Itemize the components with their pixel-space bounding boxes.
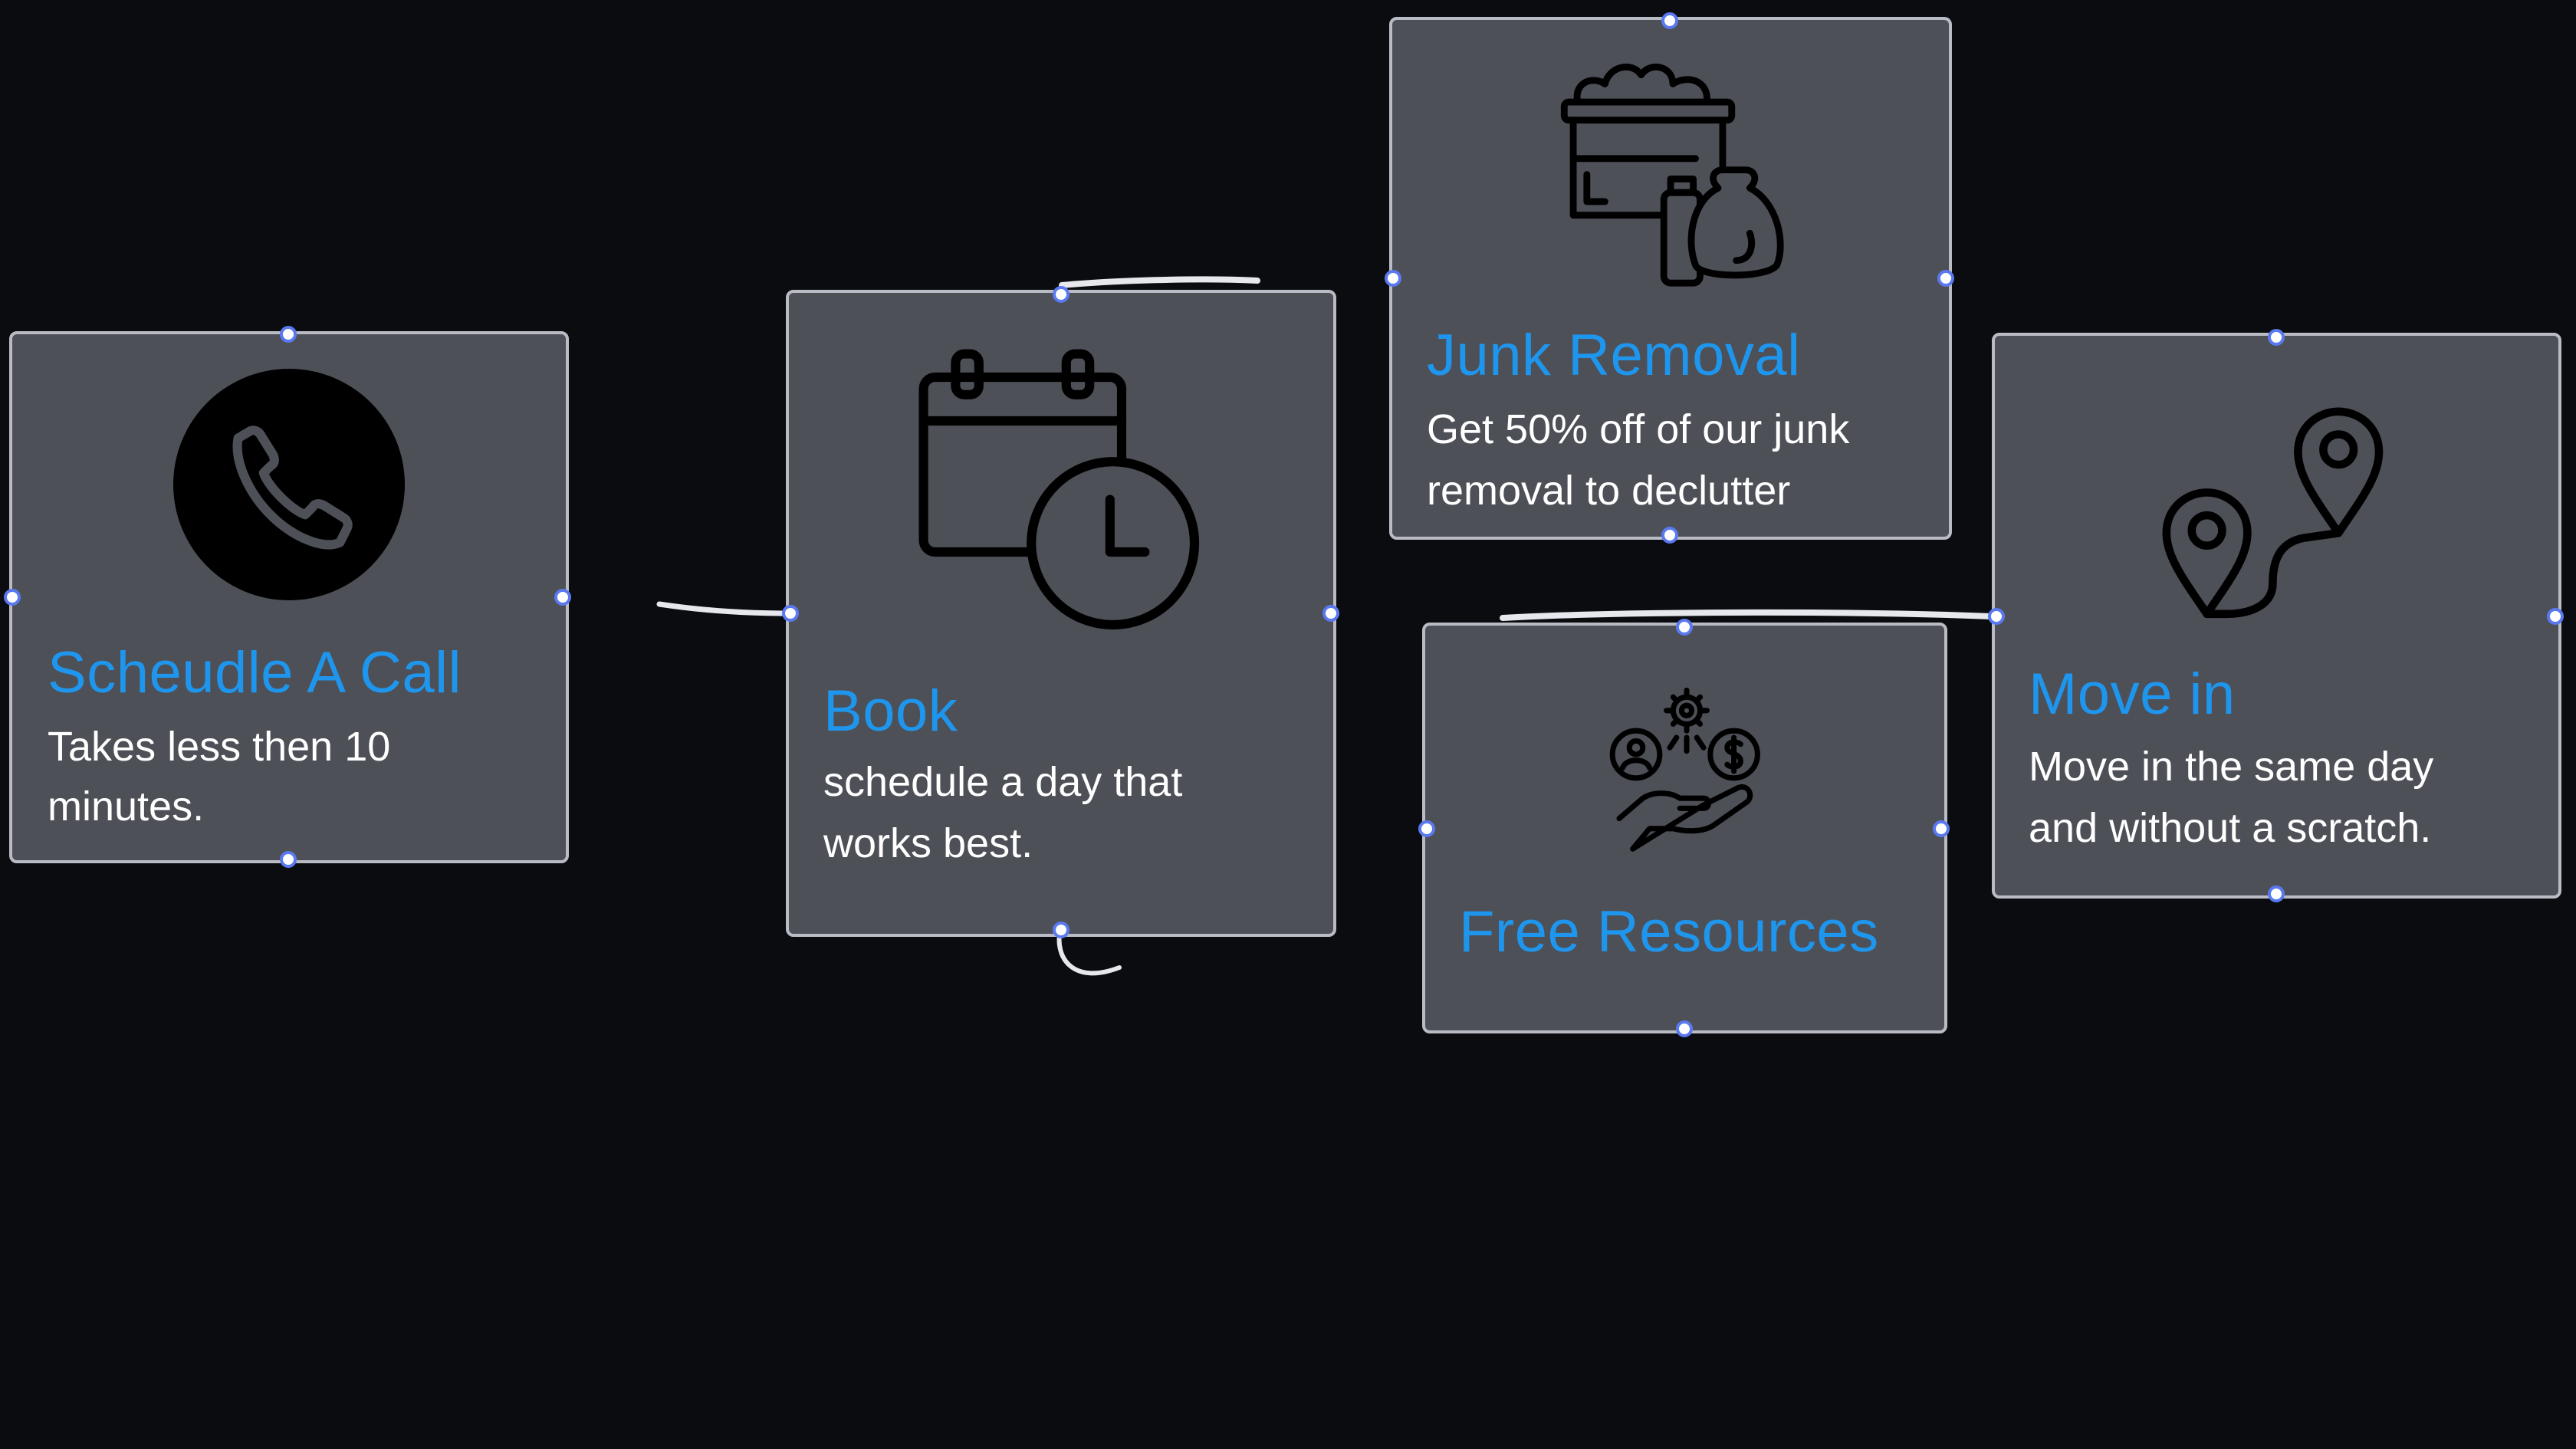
card-title: Scheudle A Call (48, 640, 462, 705)
card-description-line-1: Move in the same day (2029, 744, 2434, 790)
handle-resources-bottom[interactable] (1676, 1020, 1693, 1037)
card-junk-removal[interactable]: Junk Removal Get 50% off of our junk rem… (1389, 17, 1952, 540)
connector-resources-move[interactable] (1500, 609, 1995, 621)
card-title: Book (823, 678, 958, 744)
card-title: Move in (2029, 662, 2236, 727)
connector-book-top[interactable] (1059, 276, 1260, 288)
handle-book-top[interactable] (1053, 286, 1070, 303)
handle-move-top[interactable] (2268, 329, 2285, 346)
card-description-line-2: minutes. (48, 784, 205, 830)
handle-resources-left[interactable] (1418, 820, 1435, 837)
handle-move-left[interactable] (1988, 608, 2005, 625)
card-description-line-1: schedule a day that (823, 759, 1183, 805)
card-description-line-2: removal to declutter (1427, 468, 1791, 514)
handle-junk-right[interactable] (1937, 270, 1954, 287)
card-description-line-2: works best. (823, 820, 1033, 866)
handle-move-right[interactable] (2547, 608, 2564, 625)
card-description-line-1: Get 50% off of our junk (1427, 406, 1850, 452)
handle-book-left[interactable] (782, 605, 799, 622)
handle-call-right[interactable] (554, 589, 571, 606)
junk-bin-icon (1559, 57, 1786, 294)
handle-junk-bottom[interactable] (1661, 527, 1678, 544)
handle-call-bottom[interactable] (280, 851, 297, 868)
card-description-line-1: Takes less then 10 (48, 724, 391, 770)
handle-call-top[interactable] (280, 326, 297, 343)
phone-icon (173, 369, 405, 600)
handle-resources-right[interactable] (1933, 820, 1950, 837)
handle-move-bottom[interactable] (2268, 886, 2285, 902)
card-description-line-2: and without a scratch. (2029, 805, 2432, 851)
handle-book-right[interactable] (1322, 605, 1339, 622)
route-pins-icon (2151, 371, 2404, 624)
card-title: Junk Removal (1427, 323, 1801, 388)
handle-book-bottom[interactable] (1053, 922, 1070, 938)
calendar-clock-icon (918, 348, 1209, 639)
card-schedule-call[interactable]: Scheudle A Call Takes less then 10 minut… (9, 331, 569, 863)
card-title: Free Resources (1459, 899, 1879, 964)
hand-resources-icon (1602, 687, 1772, 856)
card-move-in[interactable]: Move in Move in the same day and without… (1992, 333, 2561, 899)
handle-junk-left[interactable] (1385, 270, 1401, 287)
connector-call-book[interactable] (656, 601, 791, 616)
handle-junk-top[interactable] (1661, 12, 1678, 29)
card-book[interactable]: Book schedule a day that works best. (786, 290, 1336, 937)
card-free-resources[interactable]: Free Resources (1422, 623, 1947, 1033)
handle-resources-top[interactable] (1676, 619, 1693, 636)
handle-call-left[interactable] (4, 589, 21, 606)
